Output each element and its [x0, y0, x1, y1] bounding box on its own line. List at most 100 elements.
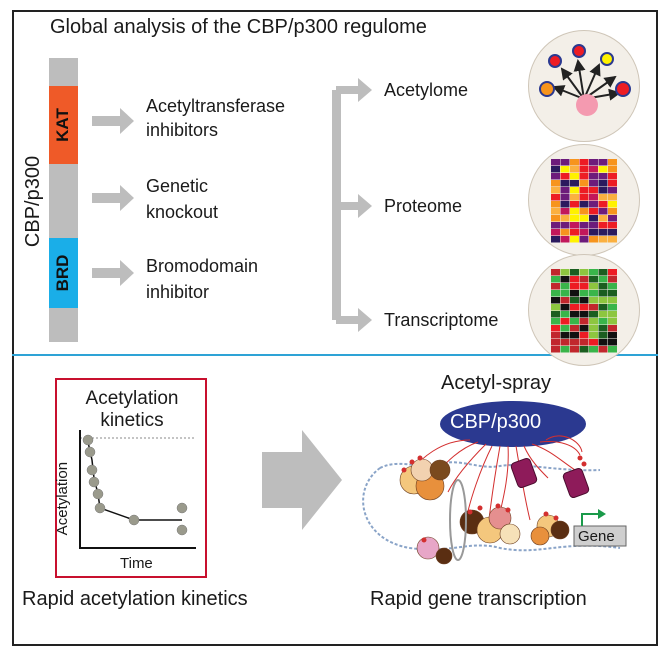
- heatmap-cell: [608, 194, 617, 201]
- heatmap-cell: [570, 208, 579, 215]
- heatmap-cell: [551, 346, 560, 353]
- heatmap-cell: [551, 318, 560, 325]
- approach-2-line2: knockout: [146, 202, 219, 222]
- heatmap-cell: [551, 332, 560, 339]
- heatmap-cell: [589, 180, 598, 187]
- big-arrow: [262, 430, 342, 530]
- heatmap-cell: [560, 222, 570, 229]
- heatmap-cell: [570, 297, 579, 304]
- heatmap-cell: [551, 283, 560, 290]
- heatmap-cell: [589, 166, 598, 173]
- heatmap-cell: [551, 194, 560, 201]
- heatmap-cell: [570, 236, 579, 243]
- cohesin-ring: [449, 479, 467, 561]
- data-point: [176, 524, 188, 536]
- heatmap-cell: [608, 166, 617, 173]
- heatmap-cell: [560, 290, 570, 297]
- heatmap-cell: [570, 229, 579, 236]
- heatmap-cell: [551, 208, 560, 215]
- arrow-approach-2: [92, 185, 134, 211]
- heatmap-cell: [598, 318, 608, 325]
- heatmap-cell: [570, 215, 579, 222]
- heatmap-cell: [560, 325, 570, 332]
- heatmap-cell: [551, 201, 560, 208]
- heatmap-cell: [598, 159, 608, 166]
- heatmap-cell: [551, 297, 560, 304]
- heatmap-cell: [579, 318, 589, 325]
- transcriptome-circle: [528, 254, 640, 366]
- heatmap-cell: [579, 166, 589, 173]
- heatmap-cell: [570, 166, 579, 173]
- heatmap-cell: [598, 276, 608, 283]
- heatmap-cell: [598, 222, 608, 229]
- heatmap-cell: [579, 283, 589, 290]
- heatmap-cell: [598, 297, 608, 304]
- data-point: [84, 446, 96, 458]
- heatmap-cell: [589, 222, 598, 229]
- arrow-omics-2: [336, 194, 372, 218]
- heatmap-cell: [608, 283, 617, 290]
- heatmap-cell: [608, 187, 617, 194]
- heatmap-cell: [551, 311, 560, 318]
- heatmap-cell: [579, 297, 589, 304]
- heatmap-cell: [570, 325, 579, 332]
- heatmap-cell: [579, 346, 589, 353]
- heatmap-cell: [570, 290, 579, 297]
- proteome-circle: [528, 144, 640, 256]
- heatmap-cell: [598, 339, 608, 346]
- arrow-omics-3: [336, 308, 372, 332]
- heatmap-cell: [570, 304, 579, 311]
- heatmap-cell: [579, 269, 589, 276]
- heatmap-cell: [589, 346, 598, 353]
- heatmap-cell: [589, 187, 598, 194]
- heatmap-cell: [608, 304, 617, 311]
- approach-1-line2: inhibitors: [146, 120, 219, 140]
- heatmap-cell: [608, 229, 617, 236]
- heatmap-cell: [570, 180, 579, 187]
- acetyl-spray-label: Acetyl-spray: [441, 372, 552, 394]
- heatmap-cell: [608, 332, 617, 339]
- heatmap-cell: [589, 215, 598, 222]
- heatmap-cell: [579, 311, 589, 318]
- section-divider: [12, 354, 658, 356]
- heatmap-cell: [579, 304, 589, 311]
- heatmap-cell: [560, 215, 570, 222]
- heatmap-cell: [608, 290, 617, 297]
- kat-domain: [49, 86, 78, 164]
- heatmap-cell: [589, 229, 598, 236]
- heatmap-cell: [598, 173, 608, 180]
- proteome-heatmap-icon: [551, 159, 617, 243]
- kinetics-axes: [79, 430, 196, 549]
- cbp-p300-label: CBP/p300: [450, 411, 542, 433]
- heatmap-cell: [551, 180, 560, 187]
- heatmap-cell: [589, 332, 598, 339]
- data-point: [86, 464, 98, 476]
- heatmap-cell: [579, 180, 589, 187]
- omics-transcriptome: Transcriptome: [384, 310, 499, 330]
- heatmap-cell: [579, 339, 589, 346]
- heatmap-cell: [560, 276, 570, 283]
- heatmap-cell: [570, 276, 579, 283]
- heatmap-cell: [551, 222, 560, 229]
- heatmap-cell: [589, 297, 598, 304]
- heatmap-cell: [560, 311, 570, 318]
- heatmap-cell: [589, 304, 598, 311]
- heatmap-cell: [570, 318, 579, 325]
- heatmap-cell: [589, 283, 598, 290]
- heatmap-cell: [570, 194, 579, 201]
- heatmap-cell: [608, 159, 617, 166]
- heatmap-cell: [598, 215, 608, 222]
- heatmap-cell: [608, 325, 617, 332]
- heatmap-cell: [551, 276, 560, 283]
- heatmap-cell: [560, 332, 570, 339]
- cbp-p300-oval: [440, 401, 586, 447]
- heatmap-cell: [560, 318, 570, 325]
- heatmap-cell: [589, 236, 598, 243]
- heatmap-cell: [598, 325, 608, 332]
- data-point: [94, 502, 106, 514]
- heatmap-cell: [579, 222, 589, 229]
- heatmap-cell: [589, 269, 598, 276]
- heatmap-cell: [608, 173, 617, 180]
